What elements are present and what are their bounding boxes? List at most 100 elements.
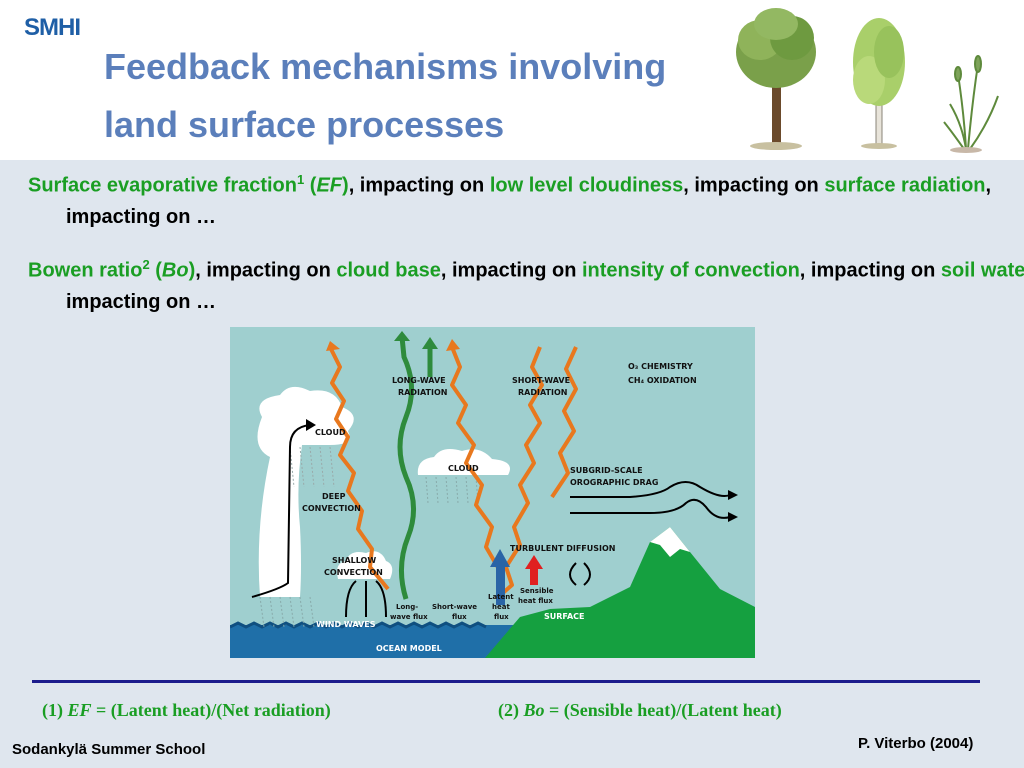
label-longwave-flux-2: wave flux (390, 613, 428, 621)
label-deep-convection-1: DEEP (322, 492, 346, 501)
bullet-2-segment: , impacting on (195, 259, 337, 282)
shortwave-arrowhead-left (326, 341, 340, 351)
bullet-2-segment: , impacting on … (66, 290, 216, 313)
bullet-1-segment: EF (316, 174, 343, 197)
footnote-ef-prefix: (1) (42, 700, 68, 720)
label-shortwave-radiation-1: SHORT-WAVE (512, 376, 570, 385)
drag-arrowhead-2 (728, 512, 738, 522)
deep-convection-cloud (257, 386, 354, 597)
label-longwave-radiation-2: RADIATION (398, 388, 447, 397)
bullet-1-segment: ( (304, 174, 317, 197)
wind-waves-line (230, 621, 487, 629)
birch-tree-icon (853, 18, 905, 149)
slide-title: Feedback mechanisms involving land surfa… (104, 38, 744, 154)
bullet-1-segment: , impacting on (348, 174, 490, 197)
bullet-1-segment: surface radiation (824, 174, 986, 197)
label-cloud-left: CLOUD (315, 428, 346, 437)
drag-arrow-1 (570, 481, 731, 498)
shortwave-arrow-right-2 (550, 346, 578, 499)
footnote-divider (32, 680, 980, 683)
shortwave-arrowhead-reflected (446, 339, 460, 351)
sensible-heat-arrowhead (525, 555, 543, 569)
label-shortwave-radiation-2: RADIATION (518, 388, 567, 397)
footnote-bo-symbol: Bo (523, 700, 545, 720)
shortwave-arrow-right-1 (494, 346, 544, 601)
bullet-2-segment: soil water (940, 259, 1024, 282)
footnote-bo-definition: = (Sensible heat)/(Latent heat) (544, 700, 782, 720)
label-shallow-convection-2: CONVECTION (324, 568, 383, 577)
label-cloud-center: CLOUD (448, 464, 479, 473)
shortwave-arrow-left (328, 346, 390, 591)
latent-heat-arrow (496, 565, 505, 605)
bullet-1-segment: 1 (297, 172, 305, 187)
label-latent-heat-2: heat (492, 603, 510, 611)
center-cloud (417, 449, 510, 475)
footnote-ef-definition: = (Latent heat)/(Net radiation) (91, 700, 331, 720)
longwave-arrowhead-2 (422, 337, 438, 349)
bullet-bowen-ratio: Bowen ratio2 (Bo), impacting on cloud ba… (28, 249, 1024, 318)
label-deep-convection-2: CONVECTION (302, 504, 361, 513)
rain-streaks-left (289, 446, 335, 488)
ocean (230, 625, 530, 658)
bullet-2-segment: intensity of convection (581, 259, 800, 282)
tree-illustrations (736, 8, 999, 153)
title-line-1: Feedback mechanisms involving (104, 46, 667, 87)
snow-cap (650, 527, 690, 557)
label-shallow-convection-1: SHALLOW (332, 556, 376, 565)
label-latent-heat-1: Latent (488, 593, 514, 601)
slide-header: SMHI Feedback mechanisms involving land … (0, 0, 1024, 160)
label-sensible-heat-2: heat flux (518, 597, 553, 605)
bullet-2-segment: , impacting on (799, 259, 941, 282)
bullet-2-segment: , impacting on (440, 259, 582, 282)
longwave-arrowhead-1 (394, 331, 410, 341)
footnote-bo-prefix: (2) (498, 700, 524, 720)
updraft-arrowhead (306, 419, 316, 431)
grass-plant-icon (943, 55, 999, 153)
tree-icon (736, 8, 816, 150)
bullet-2-segment: ) (188, 259, 196, 282)
land-surface-feedback-diagram: CLOUD DEEP CONVECTION SHALLOW CONVECTION… (230, 327, 755, 658)
label-o3-chemistry: O₃ CHEMISTRY (628, 362, 693, 371)
label-shortwave-flux-2: flux (452, 613, 467, 621)
shallow-updraft-arrows (345, 580, 387, 618)
smhi-logo: SMHI (24, 14, 81, 41)
latent-heat-arrowhead (490, 549, 510, 567)
drag-arrowhead-1 (728, 490, 738, 500)
label-subgrid-drag-2: OROGRAPHIC DRAG (570, 478, 658, 487)
bullet-2-segment: cloud base (336, 259, 441, 282)
shallow-convection-cloud (337, 551, 393, 579)
bullet-1-segment: low level cloudiness (489, 174, 684, 197)
bullet-evaporative-fraction: Surface evaporative fraction1 (EF), impa… (28, 164, 1024, 233)
drag-arrow-2 (570, 498, 731, 519)
label-turbulent-diffusion: TURBULENT DIFFUSION (510, 544, 615, 553)
bullet-2-segment: Bowen ratio (28, 259, 143, 282)
footnote-ef: (1) EF = (Latent heat)/(Net radiation) (42, 700, 331, 721)
shortwave-arrow-reflected (450, 346, 502, 573)
rain-streaks-center (425, 476, 479, 504)
label-subgrid-drag-1: SUBGRID-SCALE (570, 466, 643, 475)
label-latent-heat-3: flux (494, 613, 509, 621)
label-surface: SURFACE (544, 612, 585, 621)
footnote-bo: (2) Bo = (Sensible heat)/(Latent heat) (498, 700, 782, 721)
label-shortwave-flux-1: Short-wave (432, 603, 477, 611)
updraft-arrow (251, 424, 311, 598)
title-line-2: land surface processes (104, 104, 505, 145)
bullet-2-segment: ( (149, 259, 162, 282)
label-longwave-radiation-1: LONG-WAVE (392, 376, 446, 385)
label-longwave-flux-1: Long- (396, 603, 418, 611)
footer-author: P. Viterbo (2004) (858, 735, 974, 752)
bullet-1-segment: ) (342, 174, 349, 197)
longwave-arrow-1 (397, 336, 416, 600)
bullet-1-segment: , impacting on (683, 174, 825, 197)
bullet-2-segment: Bo (161, 259, 189, 282)
turbulent-eddies (569, 562, 591, 586)
bullet-1-segment: Surface evaporative fraction (28, 174, 297, 197)
footnote-ef-symbol: EF (67, 700, 92, 720)
label-sensible-heat-1: Sensible (520, 587, 554, 595)
label-ch4-oxidation: CH₄ OXIDATION (628, 376, 697, 385)
sensible-heat-arrow (530, 567, 538, 585)
footer-event: Sodankylä Summer School (12, 741, 206, 758)
bullet-1-segment: , impacting on … (66, 174, 992, 228)
label-wind-waves: WIND WAVES (316, 620, 376, 629)
land-surface (485, 527, 755, 658)
